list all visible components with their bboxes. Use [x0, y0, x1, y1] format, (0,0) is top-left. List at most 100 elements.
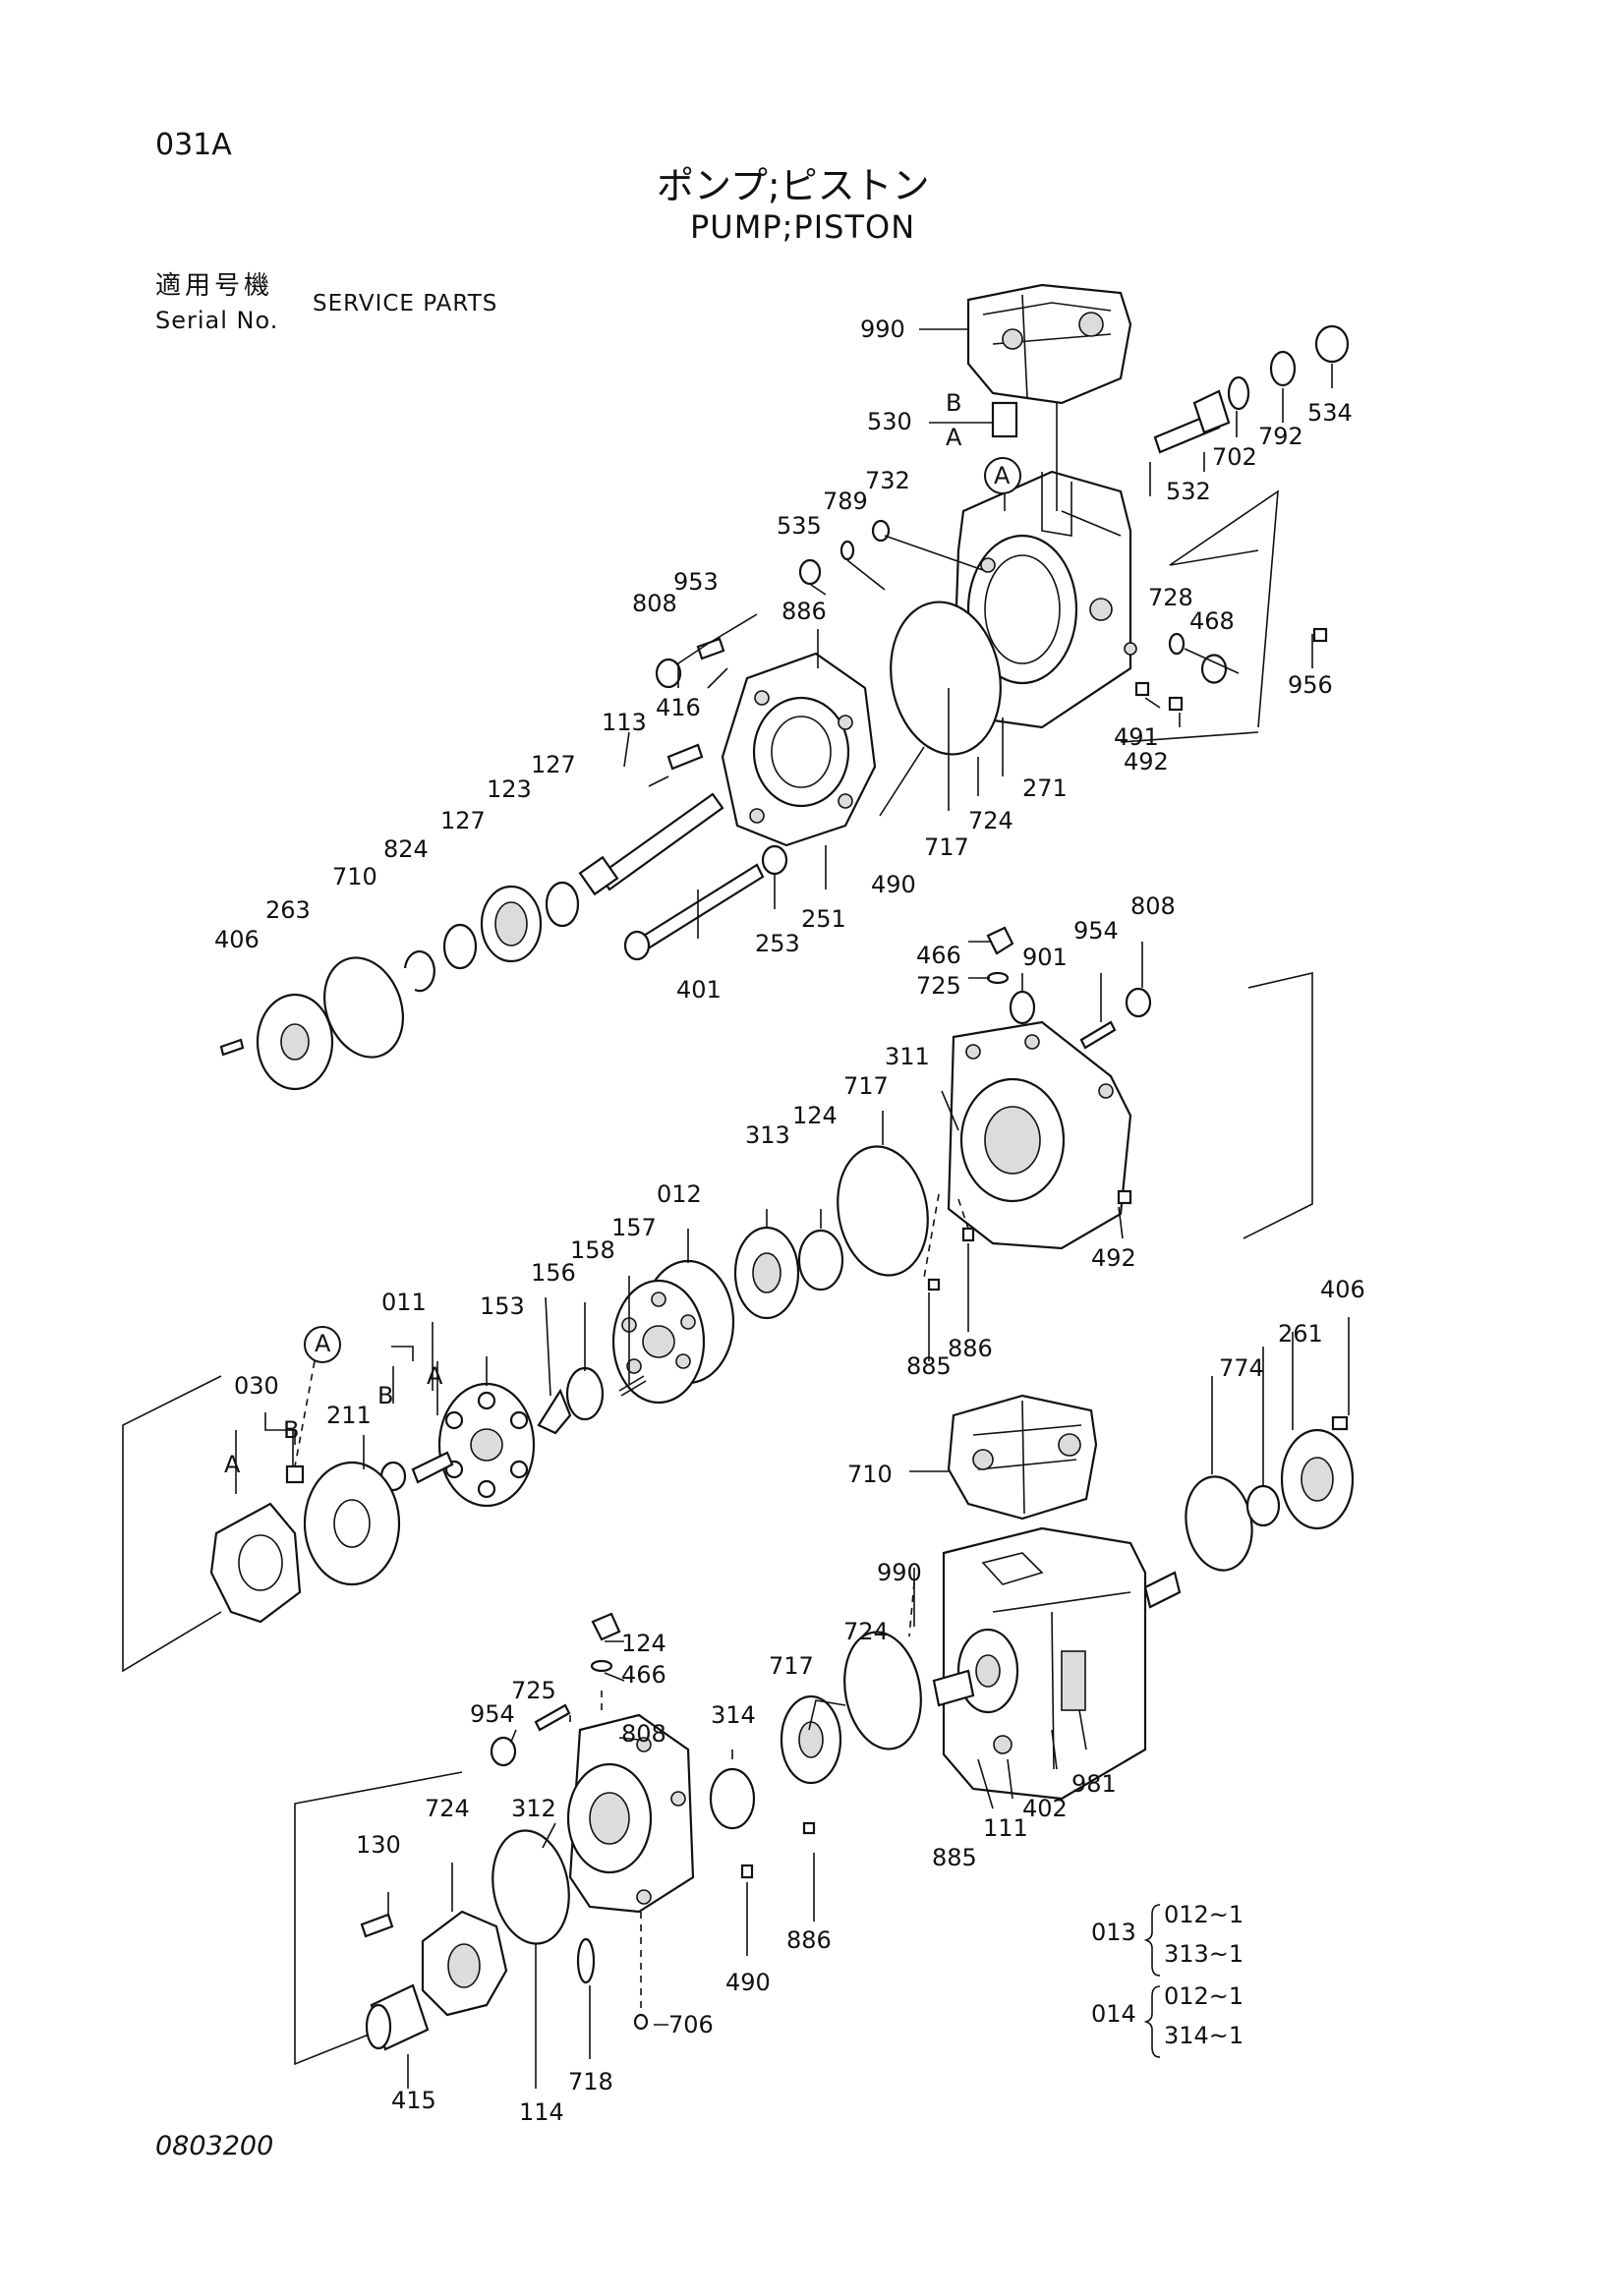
oring-part-717	[890, 601, 1002, 756]
service-parts-label: SERVICE PARTS	[313, 291, 498, 316]
callout-981-label: 981	[1071, 1770, 1117, 1798]
callout-725-label: 725	[511, 1677, 556, 1704]
callout-271-label: 271	[1022, 775, 1068, 802]
callout-406-label: 406	[1320, 1276, 1365, 1303]
callout-b-label: B	[377, 1382, 393, 1409]
callout-886-label: 886	[948, 1335, 993, 1362]
callout-492-label: 492	[1124, 748, 1169, 775]
callout-886-label: 886	[781, 598, 827, 625]
plug-part-956	[1312, 627, 1328, 643]
callout-724-label: 724	[968, 807, 1013, 834]
callout-b-label: B	[946, 389, 961, 417]
plug-part-466a	[986, 926, 1014, 955]
ring-part-127b	[442, 923, 478, 970]
callout-956-label: 956	[1288, 671, 1333, 699]
regulator-part-990	[966, 283, 1132, 405]
callout-725-label: 725	[916, 972, 961, 1000]
callout-251-label: 251	[801, 905, 846, 933]
callout-127-label: 127	[440, 807, 486, 834]
pin-part-886c	[740, 1864, 754, 1879]
pin-part-490b	[633, 2013, 649, 2031]
callout-012-label: 012	[657, 1180, 702, 1208]
callout-415-label: 415	[391, 2087, 436, 2114]
ring-part-725b	[590, 1659, 613, 1673]
callout-717-label: 717	[843, 1072, 889, 1100]
bolt-part-406a	[219, 1038, 245, 1057]
callout-824-label: 824	[383, 835, 429, 863]
shaft-part-113	[598, 792, 724, 891]
callout-416-label: 416	[656, 694, 701, 721]
bolt-part-406b	[1331, 1415, 1349, 1431]
nut-part-808b	[1125, 987, 1152, 1018]
callout-724-label: 724	[843, 1618, 889, 1645]
ring-part-127a	[545, 881, 580, 928]
screw-part-954a	[1079, 1020, 1117, 1050]
oring-part-717c	[843, 1631, 922, 1751]
set-bracket	[1143, 1904, 1161, 1977]
callout-153-label: 153	[480, 1292, 525, 1320]
callout-808-label: 808	[1130, 892, 1176, 920]
ring-part-158	[565, 1366, 605, 1421]
callout-406-label: 406	[214, 926, 260, 953]
nut-part-808a	[655, 658, 682, 689]
callout-901-label: 901	[1022, 944, 1068, 971]
eyebolt-part-901	[1009, 990, 1036, 1025]
seal-part-774	[1245, 1484, 1281, 1527]
callout-954-label: 954	[1073, 917, 1119, 945]
callout-717-label: 717	[924, 833, 969, 861]
bolt-part-401	[637, 863, 765, 952]
callout-253-label: 253	[755, 930, 800, 957]
callout-124-label: 124	[621, 1630, 666, 1657]
page-code: 031A	[155, 128, 232, 162]
gear-pump-part-130	[421, 1910, 508, 2017]
document-number: 0803200	[155, 2131, 274, 2161]
ring-part-725a	[986, 971, 1010, 985]
set-item-label: 012~1	[1164, 1982, 1244, 2010]
ring-part-253	[761, 844, 788, 876]
callout-311-label: 311	[885, 1043, 930, 1070]
snapring-part-824	[403, 949, 435, 993]
title-japanese: ポンプ;ピストン	[657, 164, 930, 207]
callout-030-label: 030	[234, 1372, 279, 1400]
set-item-label: 313~1	[1164, 1940, 1244, 1968]
cap-part-534	[1314, 324, 1350, 364]
callout-954-label: 954	[470, 1700, 515, 1728]
callout-466-label: 466	[621, 1661, 666, 1689]
callout-127-label: 127	[531, 751, 576, 778]
serial-label-japanese: 適用号機	[155, 271, 274, 301]
callout-314-label: 314	[711, 1701, 756, 1729]
callout-a-label: A	[315, 1330, 331, 1357]
title-english: PUMP;PISTON	[690, 208, 916, 246]
callout-a-label: A	[224, 1451, 241, 1478]
callout-123-label: 123	[487, 775, 532, 803]
callout-492-label: 492	[1091, 1244, 1136, 1272]
callout-211-label: 211	[326, 1402, 372, 1429]
callout-990-label: 990	[877, 1559, 922, 1586]
bearing-part-124b	[709, 1767, 756, 1830]
valve-block-part-312	[566, 1713, 695, 1914]
callout-111-label: 111	[983, 1814, 1028, 1842]
swash-plate-part-030	[209, 1502, 302, 1624]
callout-468-label: 468	[1189, 607, 1235, 635]
callout-b-label: B	[283, 1416, 299, 1444]
callout-789-label: 789	[823, 488, 868, 515]
spring-part-157	[618, 1375, 647, 1397]
oring-part-710b	[1185, 1475, 1253, 1572]
callout-313-label: 313	[745, 1121, 790, 1149]
callout-490-label: 490	[871, 871, 916, 898]
oring-part-718	[492, 1829, 570, 1945]
plug-part-466b	[591, 1612, 621, 1641]
set-code-014-label: 014	[1091, 2000, 1136, 2028]
callout-124-label: 124	[792, 1102, 838, 1129]
pin-part-885a	[927, 1278, 941, 1292]
plug-part-491	[1134, 681, 1150, 697]
fitting-part-530	[991, 401, 1018, 438]
callout-728-label: 728	[1148, 584, 1193, 611]
plug-part-492a	[1168, 696, 1184, 712]
seat-part-030b	[285, 1464, 305, 1484]
callout-732-label: 732	[865, 467, 910, 494]
callout-490-label: 490	[725, 1969, 771, 1996]
callout-156-label: 156	[531, 1259, 576, 1287]
